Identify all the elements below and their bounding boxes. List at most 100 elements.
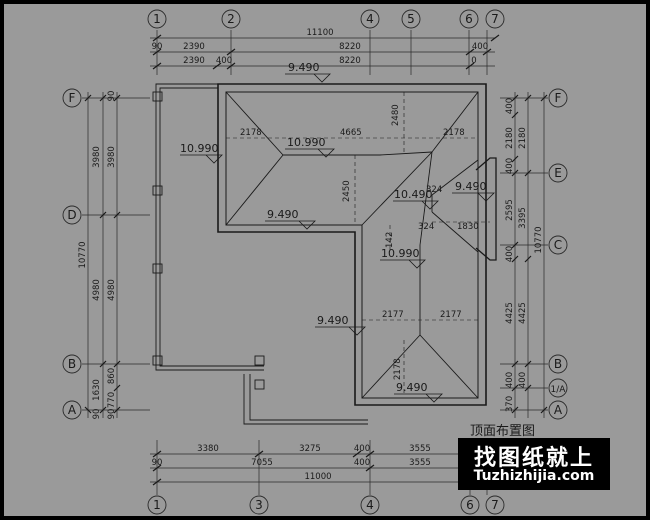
axis-top-label: 2 (227, 12, 235, 26)
roof-plan-drawing: 1 2 4 5 6 7 1 3 4 6 7 F D B A F E C B 1/… (62, 9, 568, 515)
dim-text: 2178 (443, 128, 465, 138)
level-labels: 9.490 10.990 10.990 9.490 10.490 9.490 1… (180, 61, 487, 394)
dim-text: 4425 (505, 302, 515, 324)
dim-text: 400 (505, 98, 515, 114)
axis-right-label: C (554, 238, 562, 252)
axis-top-label: 7 (491, 12, 499, 26)
axis-top-label: 5 (407, 12, 415, 26)
axis-bottom-label: 7 (491, 498, 499, 512)
dim-text: 142 (385, 232, 395, 248)
dim-text: 1630 (92, 379, 102, 401)
dim-text: 3555 (409, 444, 431, 454)
drawing-title: 顶面布置图 (470, 424, 535, 439)
dim-text: 2180 (518, 127, 528, 149)
level-label: 10.490 (394, 188, 433, 201)
dim-text: 11100 (306, 28, 333, 38)
dim-text: 3980 (107, 146, 117, 168)
dim-text: 10770 (78, 241, 88, 268)
roof-inner-dimensions: 2480 2178 4665 2178 2450 324 324 1830 14… (240, 104, 479, 380)
bottom-dimensions: 3380 3275 400 3555 90 7055 400 3555 1100… (152, 444, 431, 482)
dim-text: 4425 (518, 302, 528, 324)
dim-text: 400 (354, 458, 370, 468)
axis-right-label: A (554, 403, 563, 417)
watermark-url: Tuzhizhijia.com (473, 468, 595, 484)
level-label: 9.490 (317, 314, 349, 327)
dim-text: 2390 (183, 42, 205, 52)
axis-bubbles (62, 9, 568, 515)
level-label: 9.490 (288, 61, 320, 74)
dim-text: 400 (505, 158, 515, 174)
dim-text: 1830 (457, 222, 479, 232)
dim-text: 2450 (342, 180, 352, 202)
dim-text: 400 (518, 372, 528, 388)
dim-text: 3380 (197, 444, 219, 454)
dim-text: 400 (505, 246, 515, 262)
dim-text: 3980 (92, 146, 102, 168)
axis-bottom-label: 1 (153, 498, 161, 512)
axis-top-label: 4 (366, 12, 374, 26)
dim-text: 3395 (518, 207, 528, 229)
dim-text: 2178 (240, 128, 262, 138)
dim-text: 90 (152, 458, 163, 468)
dim-text: 4665 (340, 128, 362, 138)
dim-text: 370 (505, 396, 515, 412)
left-dimensions: 10770 3980 4980 1630 90 90 3980 4980 860… (78, 91, 117, 420)
dim-text: 3555 (409, 458, 431, 468)
dim-text: 2180 (505, 127, 515, 149)
dim-text: 90 (92, 409, 102, 420)
level-label: 10.990 (287, 136, 326, 149)
dim-text: 11000 (304, 472, 331, 482)
dim-text: 7055 (251, 458, 273, 468)
dim-text: 8220 (339, 42, 361, 52)
dim-text: 2177 (382, 310, 404, 320)
dim-text: 90 (107, 409, 117, 420)
dim-text: 770 (107, 392, 117, 408)
dimension-ticks (84, 34, 548, 486)
axis-right-label: B (554, 357, 562, 371)
dim-text: 4980 (107, 279, 117, 301)
axis-labels: 1 2 4 5 6 7 1 3 4 6 7 F D B A F E C B 1/… (67, 12, 566, 512)
watermark-logo: 找图纸就上 Tuzhizhijia.com (458, 438, 610, 490)
dimension-lines (87, 37, 545, 483)
roof-dashed-lines (226, 92, 490, 395)
dim-text: 8220 (339, 56, 361, 66)
dim-text: 10770 (534, 226, 544, 253)
drawing-sheet: 1 2 4 5 6 7 1 3 4 6 7 F D B A F E C B 1/… (4, 4, 646, 516)
roof-hip-lines (225, 91, 479, 399)
dim-text: 400 (505, 372, 515, 388)
dim-text: 324 (426, 185, 442, 195)
dim-text: 2178 (393, 358, 403, 380)
right-dimensions: 400 2180 400 2595 400 4425 400 370 2180 … (505, 98, 544, 412)
watermark-text: 找图纸就上 (473, 446, 594, 471)
axis-bottom-label: 4 (366, 498, 374, 512)
dim-text: 324 (418, 222, 434, 232)
top-dimensions: 11100 90 2390 8220 400 2390 400 8220 0 (152, 28, 489, 66)
dim-text: 400 (216, 56, 232, 66)
dim-text: 3275 (299, 444, 321, 454)
axis-left-label: A (68, 403, 77, 417)
axis-left-label: F (69, 91, 76, 105)
level-markers (180, 73, 495, 403)
axis-right-label: 1/A (551, 385, 567, 395)
level-label: 9.490 (267, 208, 299, 221)
dim-text: 860 (107, 368, 117, 384)
axis-left-label: B (68, 357, 76, 371)
dim-text: 90 (107, 91, 117, 102)
balcony-railing (152, 83, 368, 425)
axis-right-label: F (555, 91, 562, 105)
dim-text: 400 (472, 42, 488, 52)
level-label: 9.490 (455, 180, 487, 193)
level-label: 10.990 (180, 142, 219, 155)
dim-text: 4980 (92, 279, 102, 301)
axis-bottom-label: 3 (255, 498, 263, 512)
axis-left-label: D (67, 208, 76, 222)
dim-text: 0 (471, 56, 476, 66)
dim-text: 400 (354, 444, 370, 454)
axis-right-label: E (554, 166, 562, 180)
level-label: 10.990 (381, 247, 420, 260)
axis-top-label: 1 (153, 12, 161, 26)
dim-text: 90 (152, 42, 163, 52)
dim-text: 2480 (391, 104, 401, 126)
axis-top-label: 6 (465, 12, 473, 26)
